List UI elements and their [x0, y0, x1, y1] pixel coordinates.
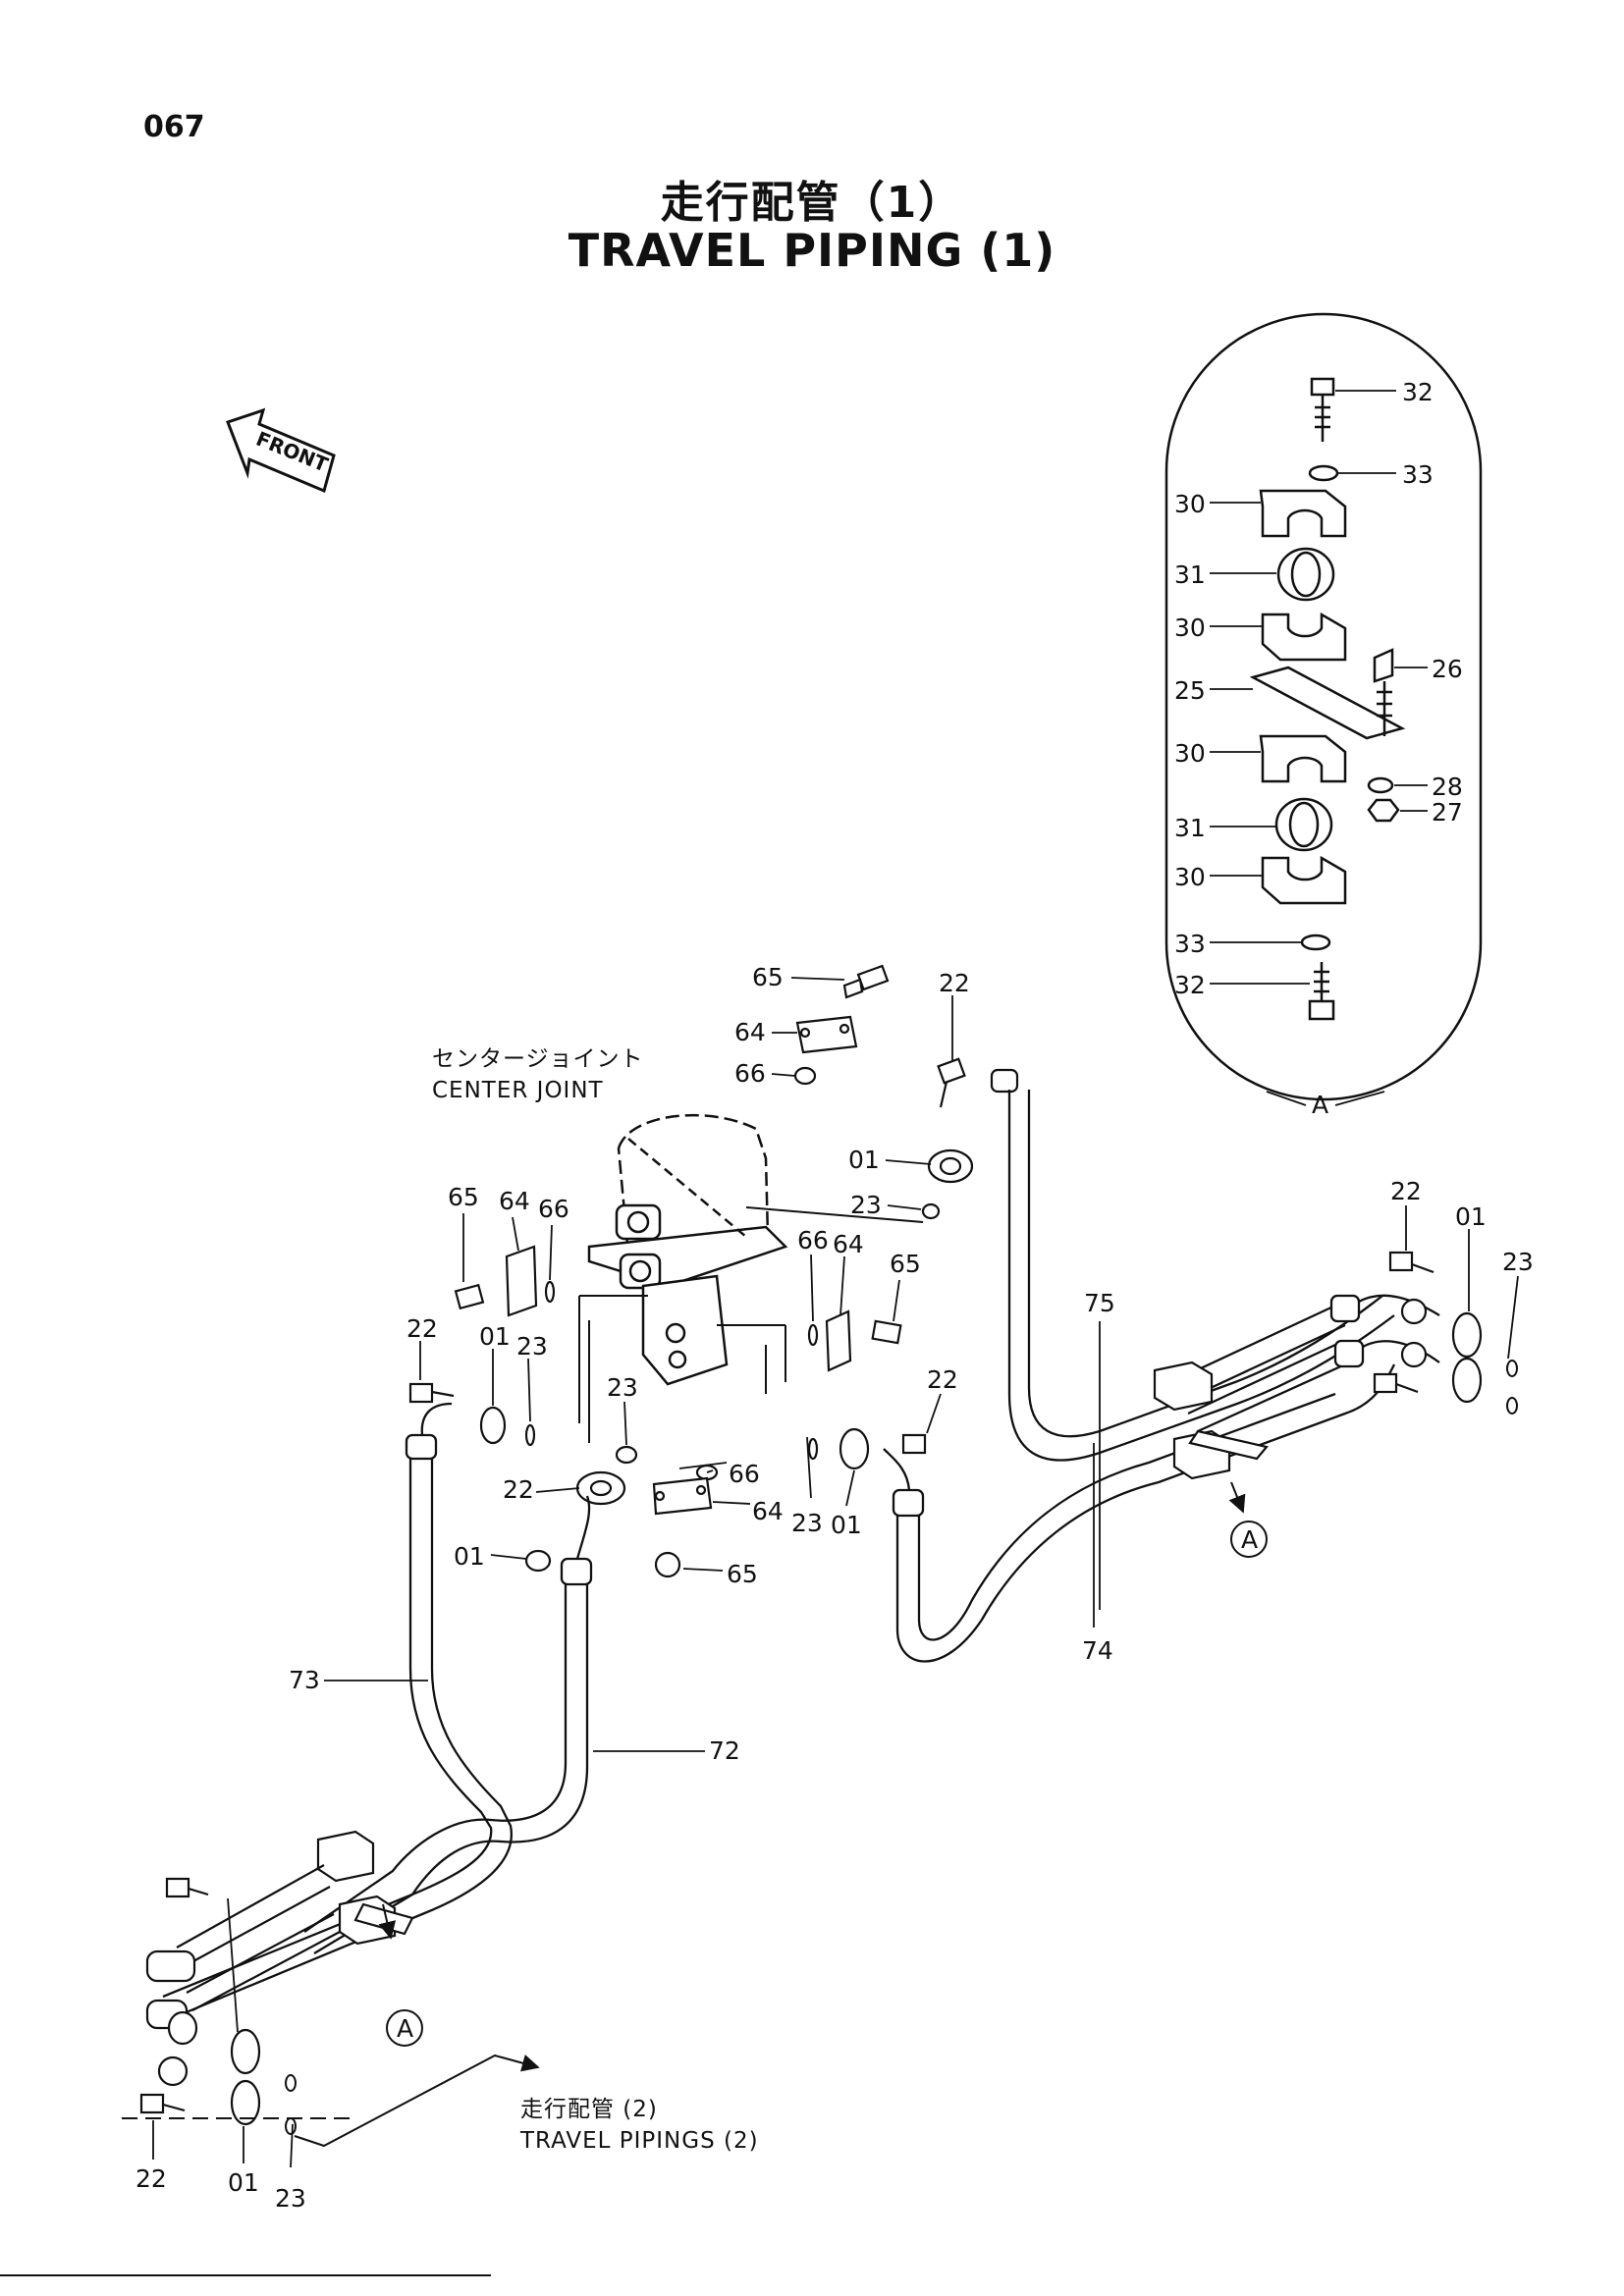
callout-detail-a: 32 — [1402, 378, 1434, 406]
callout: 65 — [448, 1183, 479, 1211]
bolt-icon — [1310, 377, 1335, 397]
detail-a-view — [1164, 312, 1483, 1101]
callout: 64 — [833, 1230, 864, 1258]
callout: 65 — [890, 1250, 921, 1278]
callout: 65 — [752, 963, 784, 991]
callout: 23 — [275, 2184, 306, 2213]
callout-detail-a: 32 — [1174, 971, 1206, 999]
callout-detail-a: 25 — [1174, 676, 1206, 705]
clamp-half-icon — [1259, 734, 1347, 783]
pipe-74 — [883, 1363, 1396, 1663]
detail-a-outline — [1164, 312, 1483, 1101]
section-a-label: A — [397, 2014, 413, 2043]
washer-icon — [1367, 776, 1394, 794]
callout-detail-a: 30 — [1174, 863, 1206, 891]
center-joint-label-japanese: センタージョイント — [432, 1046, 644, 1072]
callout: 01 — [1455, 1202, 1487, 1231]
callout: 75 — [1084, 1289, 1115, 1317]
callout: 23 — [607, 1373, 638, 1402]
callout: 01 — [479, 1322, 511, 1351]
continuation-arrow — [122, 2054, 540, 2148]
callout: 23 — [850, 1191, 882, 1219]
callout-detail-a: 31 — [1174, 814, 1206, 842]
o-rings — [285, 1360, 1518, 2135]
center-joint-bracket-lines — [578, 1206, 924, 1443]
page-title-japanese: 走行配管（1） — [660, 178, 964, 228]
callout-detail-a: 30 — [1174, 739, 1206, 768]
leader-lines — [152, 977, 1519, 2168]
pipes-to-right — [1187, 1294, 1440, 1433]
callout: 23 — [791, 1509, 823, 1537]
callout: 22 — [939, 969, 970, 997]
page-title-english: TRAVEL PIPING (1) — [568, 224, 1056, 277]
detail-a-callouts: 32 33 30 31 30 26 25 30 28 27 31 30 33 3… — [1174, 378, 1463, 1119]
callout: 73 — [289, 1666, 320, 1694]
nut-icon — [1367, 798, 1400, 823]
callout: 64 — [734, 1018, 766, 1046]
callout-detail-a: 33 — [1402, 460, 1434, 489]
continuation-label-japanese: 走行配管 (2) — [520, 2097, 658, 2122]
callout-detail-a: 30 — [1174, 614, 1206, 642]
callout: 22 — [503, 1475, 534, 1504]
callout: 23 — [516, 1332, 548, 1361]
callout: 66 — [729, 1460, 760, 1488]
callout: 22 — [135, 2164, 167, 2193]
callout: 64 — [752, 1497, 784, 1525]
section-a-markers — [378, 1481, 1268, 2047]
bolt-icon — [1373, 648, 1394, 683]
center-joint — [587, 1113, 788, 1386]
section-a-label: A — [1241, 1525, 1258, 1554]
callout: 64 — [499, 1187, 530, 1215]
washer-icon — [1300, 934, 1331, 951]
bolt-icon — [1308, 999, 1335, 1021]
detail-a-view-label: A — [1312, 1091, 1328, 1119]
callout: 66 — [797, 1226, 829, 1255]
detail-a-parts — [1249, 377, 1406, 1021]
detail-a-leaders — [1210, 390, 1428, 985]
callout-detail-a: 28 — [1432, 773, 1463, 801]
callout: 66 — [734, 1059, 766, 1088]
washer-icon — [1308, 464, 1339, 482]
callout: 66 — [538, 1195, 569, 1223]
right-clamp — [1153, 1361, 1269, 1480]
callout: 23 — [1502, 1248, 1534, 1276]
callout-detail-a: 33 — [1174, 930, 1206, 958]
callout-detail-a: 27 — [1432, 798, 1463, 827]
page-number: 067 — [143, 110, 205, 144]
clamp-half-icon — [1261, 855, 1347, 905]
clamp-half-icon — [1261, 612, 1347, 662]
callout-detail-a: 26 — [1432, 655, 1463, 683]
front-arrow-icon: FRONT — [226, 407, 336, 494]
callout: 74 — [1082, 1636, 1113, 1665]
callout: 01 — [848, 1146, 880, 1174]
pipe-72 — [303, 1495, 593, 1954]
callout: 22 — [927, 1365, 958, 1394]
callout: 01 — [831, 1511, 862, 1539]
right-flanges — [1373, 1251, 1483, 1404]
fittings — [408, 964, 1019, 1578]
callout-detail-a: 31 — [1174, 561, 1206, 589]
pipe-73 — [162, 1402, 514, 2018]
callout: 01 — [454, 1542, 485, 1571]
callout: 22 — [1390, 1177, 1422, 1205]
callout: 72 — [709, 1736, 740, 1765]
continuation-label-english: TRAVEL PIPINGS (2) — [519, 2128, 759, 2154]
plate-icon — [1249, 666, 1406, 740]
callout: 22 — [406, 1314, 438, 1343]
callout: 65 — [727, 1560, 758, 1588]
center-callouts: 65 64 66 22 01 23 65 64 66 22 01 23 23 6… — [135, 963, 1534, 2213]
left-pipe-ends — [139, 1864, 341, 2126]
clamp-half-icon — [1259, 489, 1347, 538]
callout: 01 — [228, 2168, 259, 2197]
center-joint-label-english: CENTER JOINT — [432, 1078, 604, 1103]
callout-detail-a: 30 — [1174, 490, 1206, 518]
